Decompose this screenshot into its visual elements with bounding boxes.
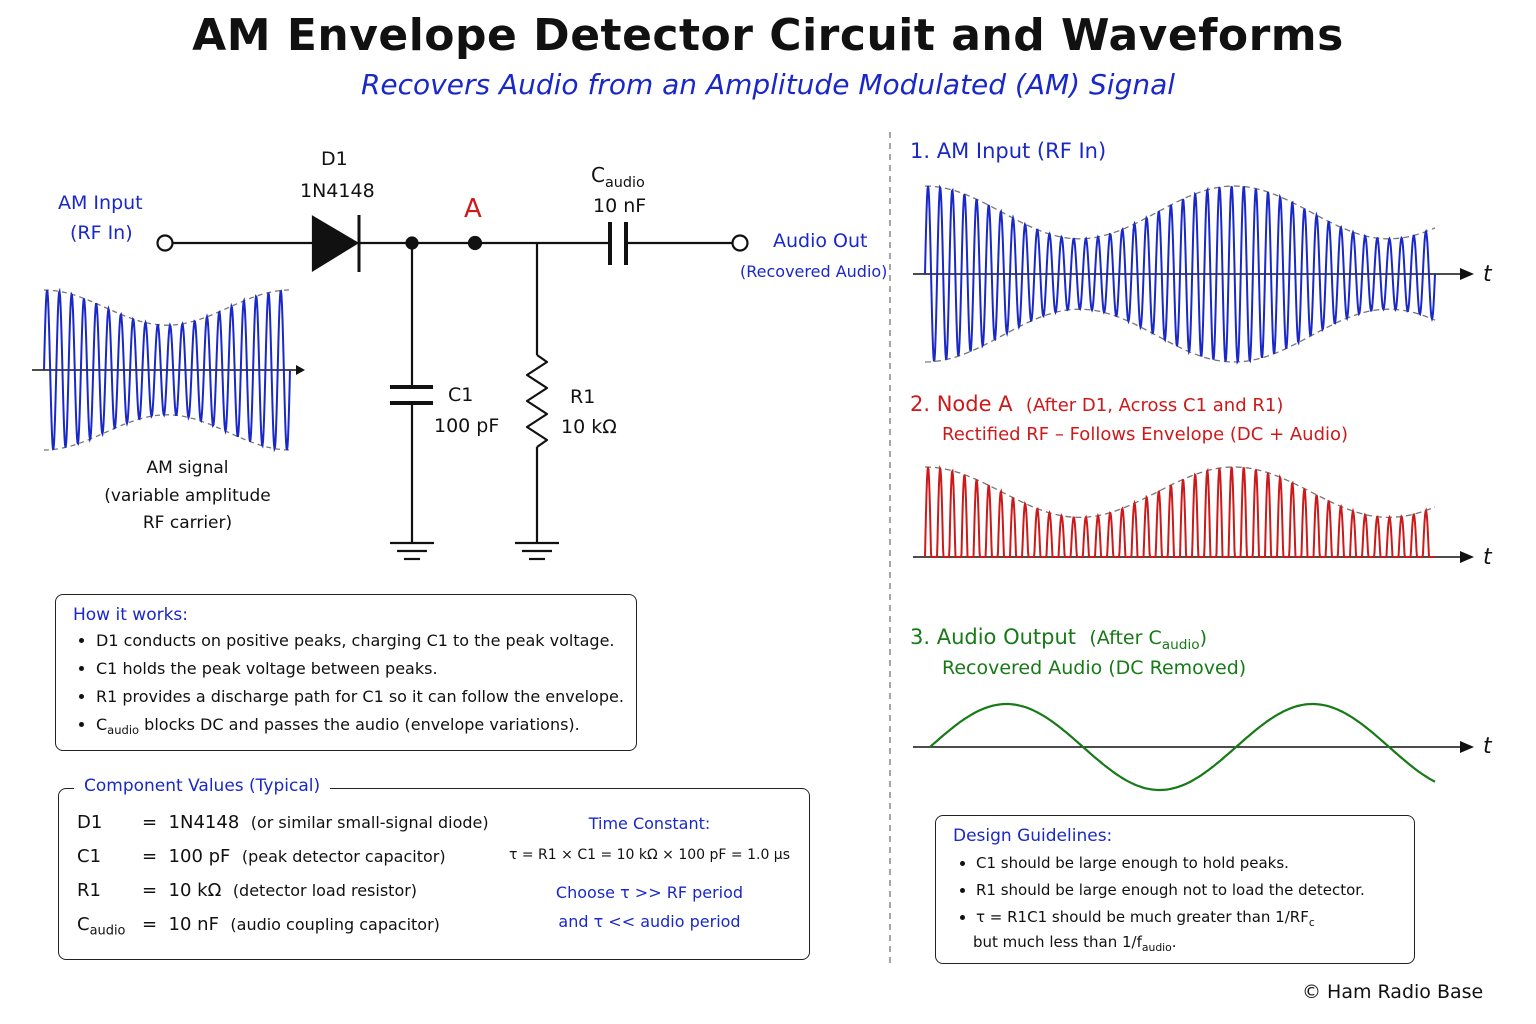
guideline-3-line-2: but much less than 1/faudio. — [973, 933, 1177, 954]
r1-ref-label: R1 — [570, 386, 596, 408]
how-bullet-4: Caudio blocks DC and passes the audio (e… — [96, 715, 651, 740]
input-label-sub: (RF In) — [70, 222, 133, 244]
waveform-am-input — [913, 184, 1474, 365]
r1-value-label: 10 kΩ — [561, 416, 617, 438]
caudio-value-label: 10 nF — [593, 195, 647, 217]
waveform-node-a — [913, 464, 1474, 563]
guideline-3: τ = R1C1 should be much greater than 1/R… — [976, 908, 1431, 932]
cv-row-r1: R1 — [77, 880, 101, 901]
cv-row-caudio: Caudio — [77, 914, 126, 939]
how-bullet-3: R1 provides a discharge path for C1 so i… — [96, 687, 651, 706]
copyright-footer: © Ham Radio Base — [1302, 981, 1484, 1003]
page-subtitle: Recovers Audio from an Amplitude Modulat… — [360, 68, 1176, 101]
page-title: AM Envelope Detector Circuit and Wavefor… — [192, 10, 1344, 61]
waveform-3-title: 3. Audio Output (After Caudio) — [910, 625, 1208, 653]
am-caption-2: (variable amplitude — [104, 486, 271, 506]
how-it-works-box: How it works: D1 conducts on positive pe… — [55, 594, 637, 751]
output-label: Audio Out — [773, 230, 868, 252]
how-it-works-title: How it works: — [73, 605, 189, 625]
cv-eq-r1: = 10 kΩ (detector load resistor) — [142, 880, 418, 901]
waveform-audio-output — [913, 702, 1474, 792]
input-label: AM Input — [58, 192, 143, 214]
diode-d1-symbol — [311, 215, 360, 272]
w3-time-label: t — [1483, 734, 1492, 759]
waveform-2-title: 2. Node A (After D1, Across C1 and R1) — [910, 392, 1284, 416]
am-caption-1: AM signal — [146, 458, 229, 478]
cv-eq-d1: = 1N4148 (or similar small-signal diode) — [142, 812, 489, 833]
waveform-3-subtitle: Recovered Audio (DC Removed) — [942, 657, 1247, 679]
design-guidelines-title: Design Guidelines: — [953, 826, 1113, 846]
waveform-1-title: 1. AM Input (RF In) — [910, 139, 1107, 163]
time-constant-title: Time Constant: — [588, 814, 711, 833]
choose-line-2: and τ << audio period — [558, 912, 741, 931]
caudio-ref-label: Caudio — [591, 163, 645, 192]
d1-ref-label: D1 — [321, 148, 348, 170]
input-terminal — [156, 234, 174, 252]
output-terminal — [731, 234, 749, 252]
guideline-1: C1 should be large enough to hold peaks. — [976, 854, 1431, 873]
cv-eq-caudio: = 10 nF (audio coupling capacitor) — [142, 914, 440, 935]
am-signal-illustration — [32, 287, 305, 453]
design-guidelines-box: Design Guidelines: C1 should be large en… — [935, 815, 1415, 964]
w1-time-label: t — [1483, 262, 1492, 287]
w2-time-label: t — [1483, 545, 1492, 570]
node-a-label: A — [464, 194, 482, 224]
am-caption-3: RF carrier) — [142, 513, 233, 533]
circuit-schematic — [156, 215, 749, 561]
choose-line-1: Choose τ >> RF period — [555, 883, 744, 902]
how-bullet-1: D1 conducts on positive peaks, charging … — [96, 631, 651, 650]
time-constant-formula: τ = R1 × C1 = 10 kΩ × 100 pF = 1.0 μs — [509, 847, 790, 863]
waveform-2-subtitle: Rectified RF – Follows Envelope (DC + Au… — [942, 424, 1349, 445]
how-bullet-2: C1 holds the peak voltage between peaks. — [96, 659, 651, 678]
r1-zigzag — [525, 354, 549, 448]
c1-value-label: 100 pF — [434, 415, 500, 437]
component-values-title: Component Values (Typical) — [74, 776, 331, 796]
node-a-dot — [467, 235, 483, 251]
d1-part-label: 1N4148 — [300, 180, 375, 202]
component-values-box — [58, 788, 810, 960]
c1-ref-label: C1 — [448, 384, 474, 406]
cv-row-d1: D1 — [77, 812, 103, 833]
cv-row-c1: C1 — [77, 846, 102, 867]
output-label-sub: (Recovered Audio) — [740, 262, 888, 281]
cv-eq-c1: = 100 pF (peak detector capacitor) — [142, 846, 446, 867]
guideline-2: R1 should be large enough not to load th… — [976, 881, 1431, 900]
